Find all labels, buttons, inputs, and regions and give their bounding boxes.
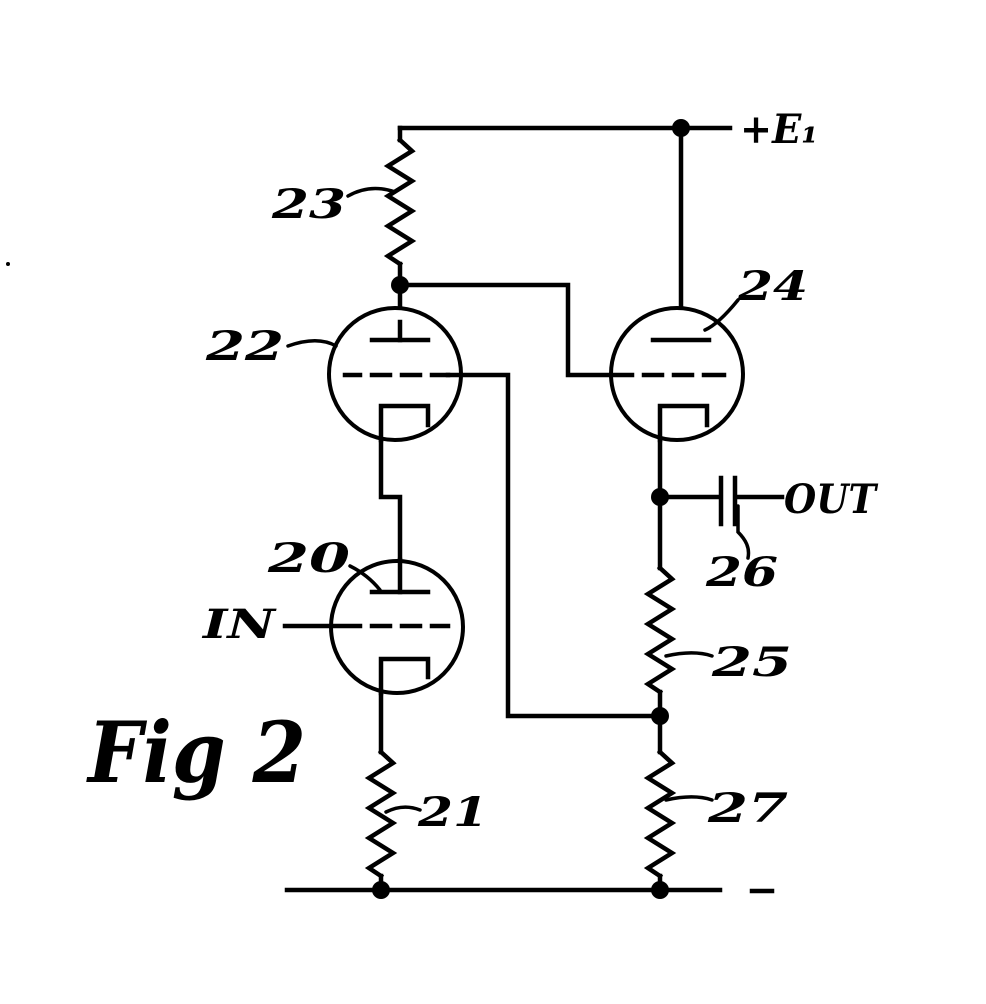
plate-22-to-grid-24-wire <box>391 276 615 378</box>
ground-rail <box>284 881 775 899</box>
leader-22 <box>286 339 338 348</box>
input-label: IN <box>202 601 277 648</box>
leader-24 <box>703 298 740 332</box>
scan-speck <box>6 262 10 266</box>
resistor-21-label: 21 <box>417 789 488 836</box>
tube-20-label: 20 <box>267 535 351 582</box>
resistor-23-label: 23 <box>271 181 346 228</box>
leader-23 <box>346 186 397 198</box>
figure-title: Fig 2 <box>86 703 306 802</box>
leader-26 <box>736 504 751 560</box>
tube-22-cathode <box>378 403 431 443</box>
resistor-23 <box>383 125 417 288</box>
resistor-21 <box>364 690 398 893</box>
capacitor-26 <box>718 475 785 527</box>
tube-20 <box>282 557 465 696</box>
labels: +E₁ 23 22 24 OUT 26 20 IN 25 27 21 Fig 2 <box>86 106 879 836</box>
tube-24-label: 24 <box>737 263 808 310</box>
resistor-27-label: 27 <box>707 785 789 832</box>
resistor-27 <box>643 713 677 893</box>
leader-21 <box>384 805 422 814</box>
resistor-25 <box>643 494 677 725</box>
leader-27 <box>664 795 714 802</box>
leader-20 <box>348 564 382 592</box>
output-label: OUT <box>784 476 879 523</box>
tube-22 <box>327 306 663 719</box>
leader-lines <box>286 186 751 814</box>
tube-22-label: 22 <box>205 323 284 370</box>
tube-20-cathode <box>378 656 431 696</box>
capacitor-26-label: 26 <box>705 549 778 596</box>
cathode-22-to-plate-20-wire <box>378 437 403 563</box>
tube-24 <box>609 306 745 443</box>
leader-25 <box>664 651 714 658</box>
resistor-25-label: 25 <box>711 639 792 686</box>
supply-label: +E₁ <box>740 106 818 153</box>
tube-24-cathode <box>657 403 710 443</box>
